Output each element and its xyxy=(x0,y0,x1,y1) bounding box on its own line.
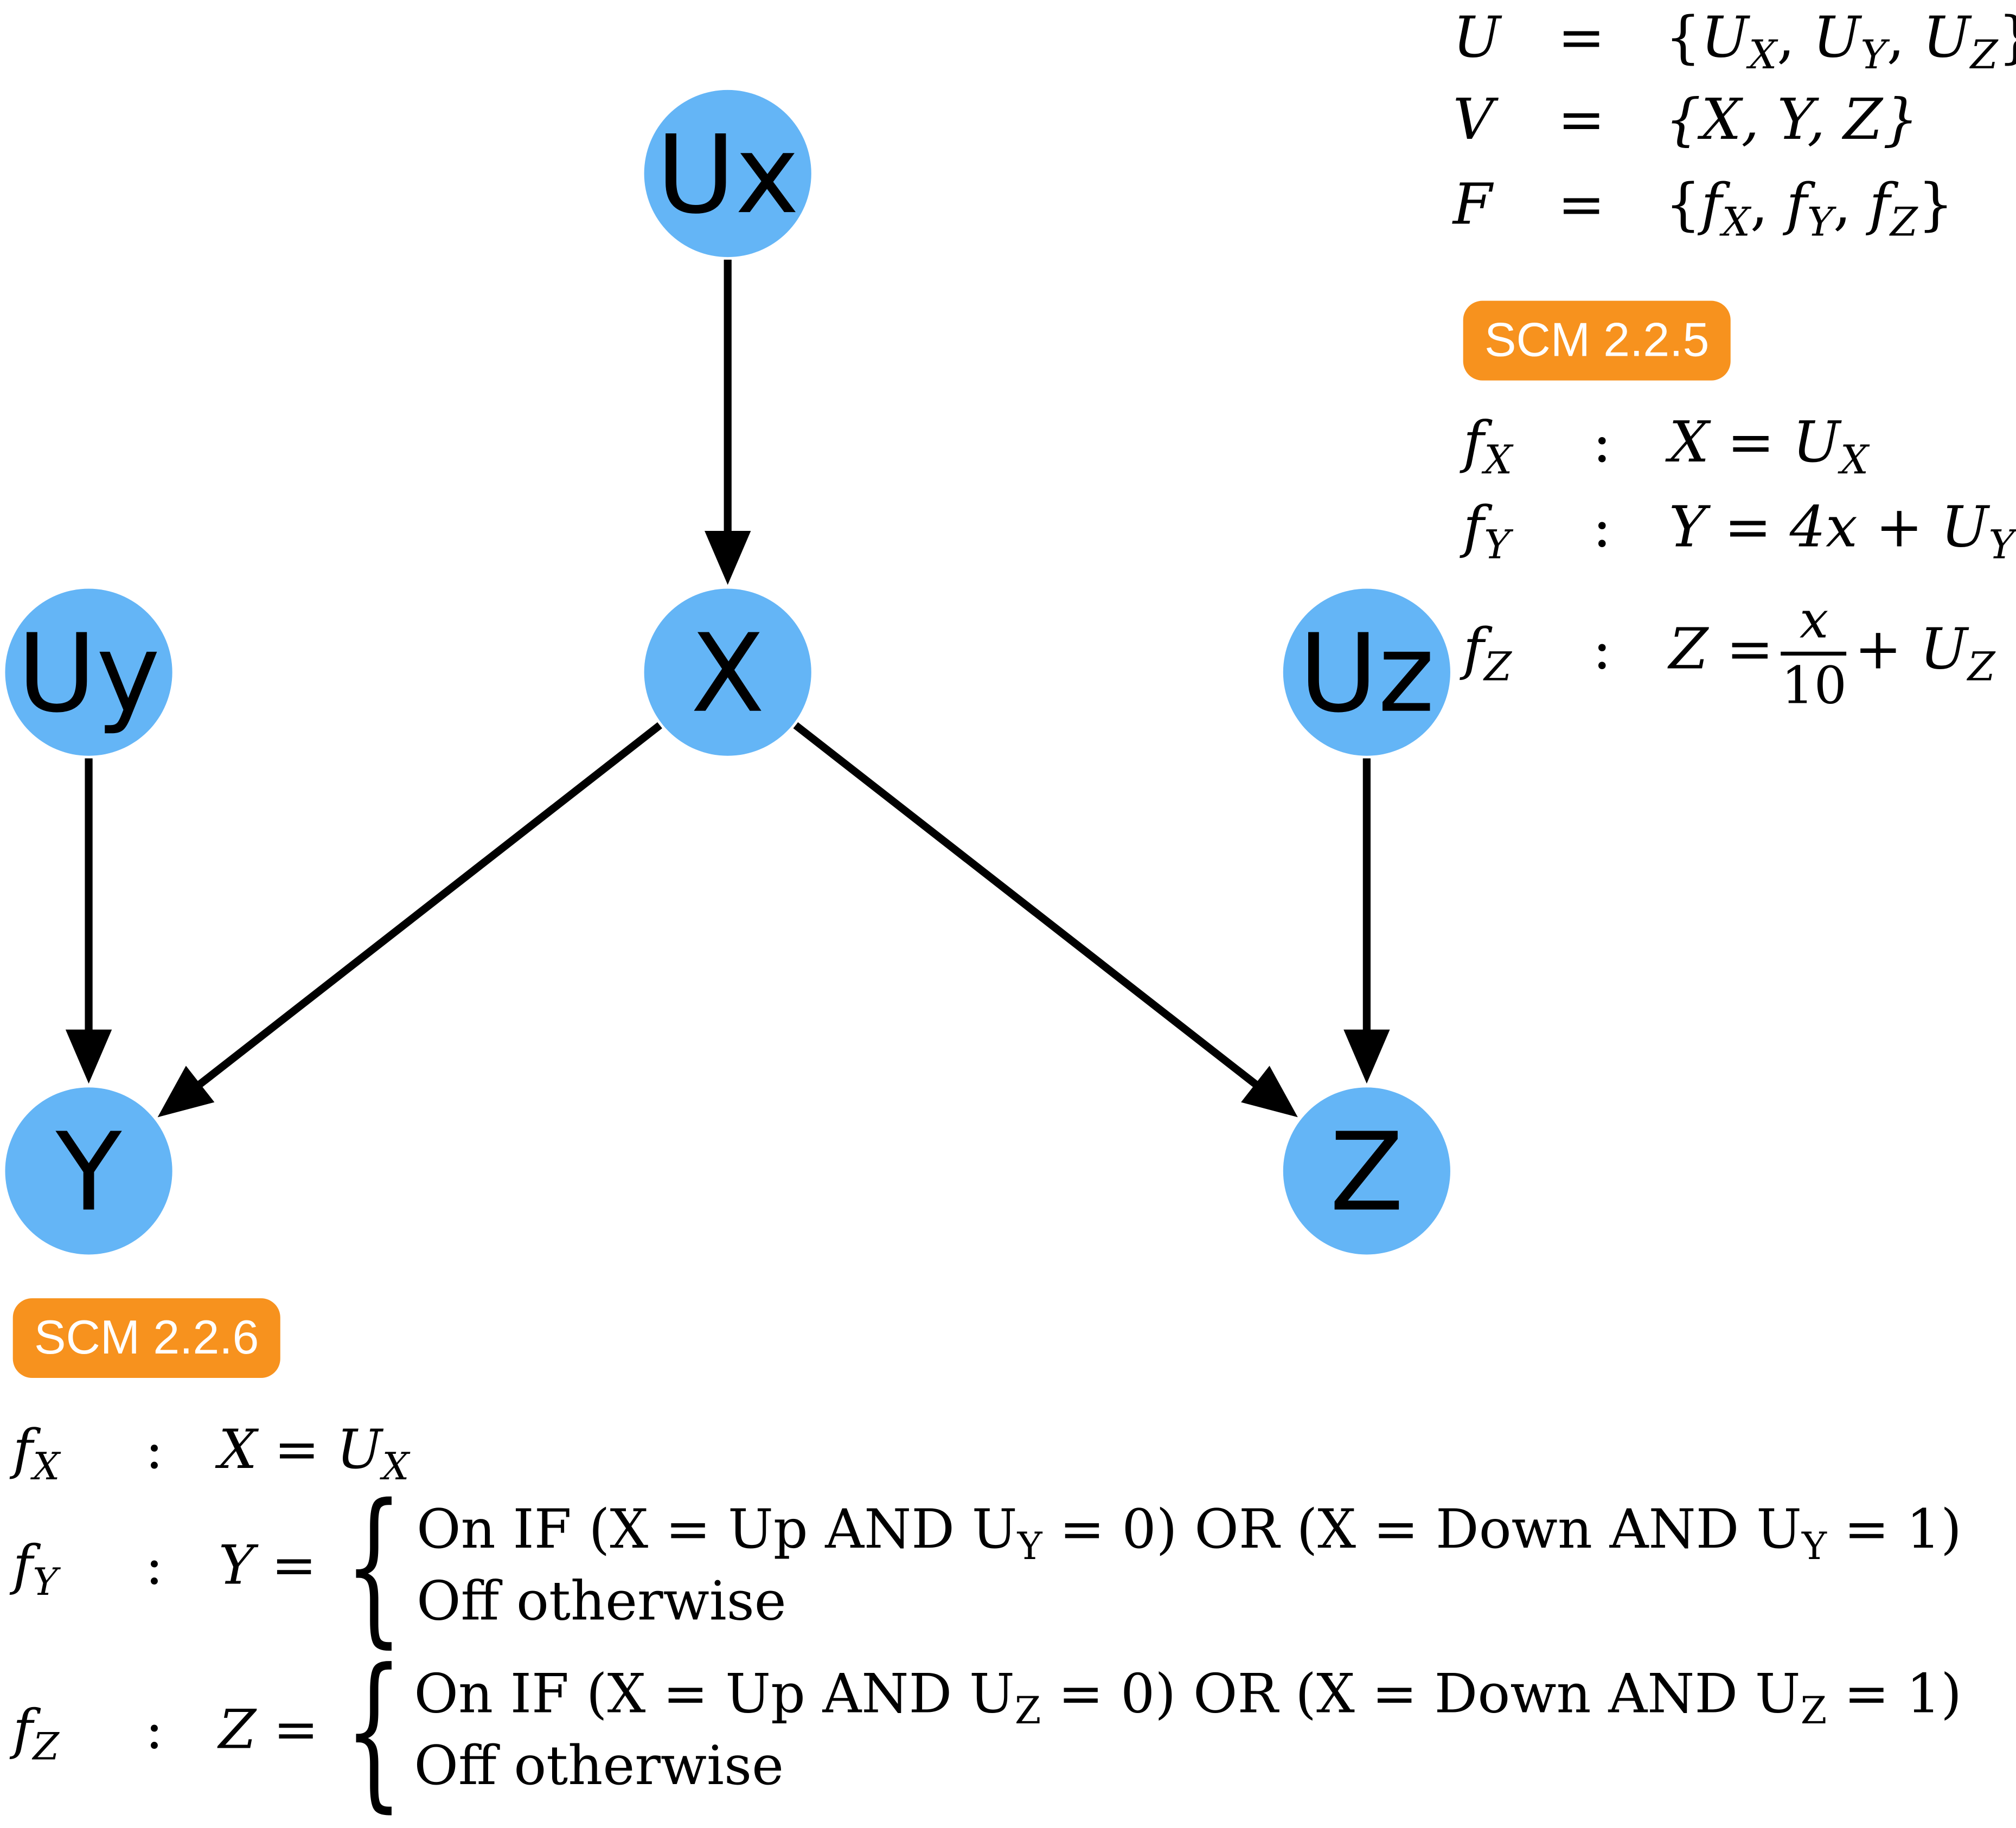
set-v-rhs: {X, Y, Z} xyxy=(1665,87,1919,153)
arrow-head xyxy=(705,530,751,585)
arrow-head xyxy=(157,1066,215,1118)
scm6-fy-case-off: Off otherwise xyxy=(417,1569,786,1633)
arrow-head xyxy=(1241,1066,1298,1118)
scm5-fx-name: fX xyxy=(1463,410,1513,484)
scm6-fz-lhs: Z = xyxy=(218,1698,319,1761)
node-circle xyxy=(5,588,172,756)
edge-ux-to-x xyxy=(705,259,751,585)
scm6-fy-lhs: Y = xyxy=(218,1533,317,1596)
set-u-eq: = xyxy=(1558,5,1605,71)
set-definitions: U = {UX, UY, UZ} V = {X, Y, Z} F = {fX, … xyxy=(1453,0,2016,257)
set-f-lhs: F xyxy=(1452,172,1493,238)
edge-x-to-y xyxy=(157,722,662,1118)
scm6-fy-colon: : xyxy=(145,1533,164,1596)
node-circle xyxy=(1283,1087,1450,1255)
set-u-lhs: U xyxy=(1452,5,1501,71)
node-z: Z xyxy=(1283,1087,1450,1255)
node-label: Z xyxy=(1330,1109,1404,1235)
node-x: X xyxy=(644,588,811,756)
edge-line xyxy=(194,722,662,1091)
scm6-fz-name: fZ xyxy=(12,1698,59,1769)
set-v-lhs: V xyxy=(1452,87,1494,153)
scm6-fy-case-on: On IF (X = Up AND UY = 0) OR (X = Down A… xyxy=(417,1497,1962,1568)
edge-line xyxy=(793,722,1262,1091)
scm6-fz-case-on: On IF (X = Up AND UZ = 0) OR (X = Down A… xyxy=(414,1662,1962,1733)
edges-layer xyxy=(65,259,1390,1118)
node-circle xyxy=(1283,588,1450,756)
node-circle xyxy=(644,588,811,756)
scm-2-2-6-equations: fX : X = UX fY : Y = { On IF (X = Up AND… xyxy=(12,1408,2016,1814)
scm6-fz-brace: { xyxy=(344,1632,404,1828)
set-v-eq: = xyxy=(1558,87,1605,153)
scm5-fy-expr: Y = 4x + UY xyxy=(1668,495,2015,569)
scm6-fx-name: fX xyxy=(12,1417,60,1489)
scm5-fy-colon: : xyxy=(1592,495,1612,561)
scm-2-2-6-badge: SCM 2.2.6 xyxy=(12,1298,280,1378)
node-label: Uz xyxy=(1299,611,1435,736)
scm5-fx-expr: X = UX xyxy=(1668,410,1868,484)
node-label: Ux xyxy=(656,112,799,238)
node-uy: Uy xyxy=(5,588,172,756)
edge-uz-to-z xyxy=(1343,758,1390,1084)
node-y: Y xyxy=(5,1087,172,1255)
node-ux: Ux xyxy=(644,89,811,258)
scm6-fy-brace: { xyxy=(344,1467,404,1664)
scm6-fx-colon: : xyxy=(145,1417,164,1481)
scm6-fy-name: fY xyxy=(12,1533,58,1604)
scm5-fz-colon: : xyxy=(1592,617,1612,683)
node-label: Uy xyxy=(17,611,161,736)
set-f-rhs: {fX, fY, fZ} xyxy=(1665,172,1954,246)
node-uz: Uz xyxy=(1283,588,1450,756)
set-u-rhs: {UX, UY, UZ} xyxy=(1665,5,2016,79)
arrow-head xyxy=(65,1029,112,1084)
set-f-eq: = xyxy=(1558,172,1605,238)
scm5-fz-name: fZ xyxy=(1463,617,1512,691)
node-circle xyxy=(5,1087,172,1255)
scm6-fz-colon: : xyxy=(145,1698,164,1761)
node-circle xyxy=(644,89,811,258)
node-label: Y xyxy=(55,1109,123,1235)
scm6-fx-expr: X = UX xyxy=(218,1417,409,1489)
scm6-fz-case-off: Off otherwise xyxy=(414,1734,784,1797)
scm5-fx-colon: : xyxy=(1592,410,1612,476)
edge-x-to-z xyxy=(793,722,1298,1118)
arrow-head xyxy=(1343,1029,1390,1084)
edge-uy-to-y xyxy=(65,758,112,1084)
scm5-fy-name: fY xyxy=(1463,495,1511,569)
node-label: X xyxy=(691,611,765,736)
scm-2-2-5-badge: SCM 2.2.5 xyxy=(1463,300,1731,381)
